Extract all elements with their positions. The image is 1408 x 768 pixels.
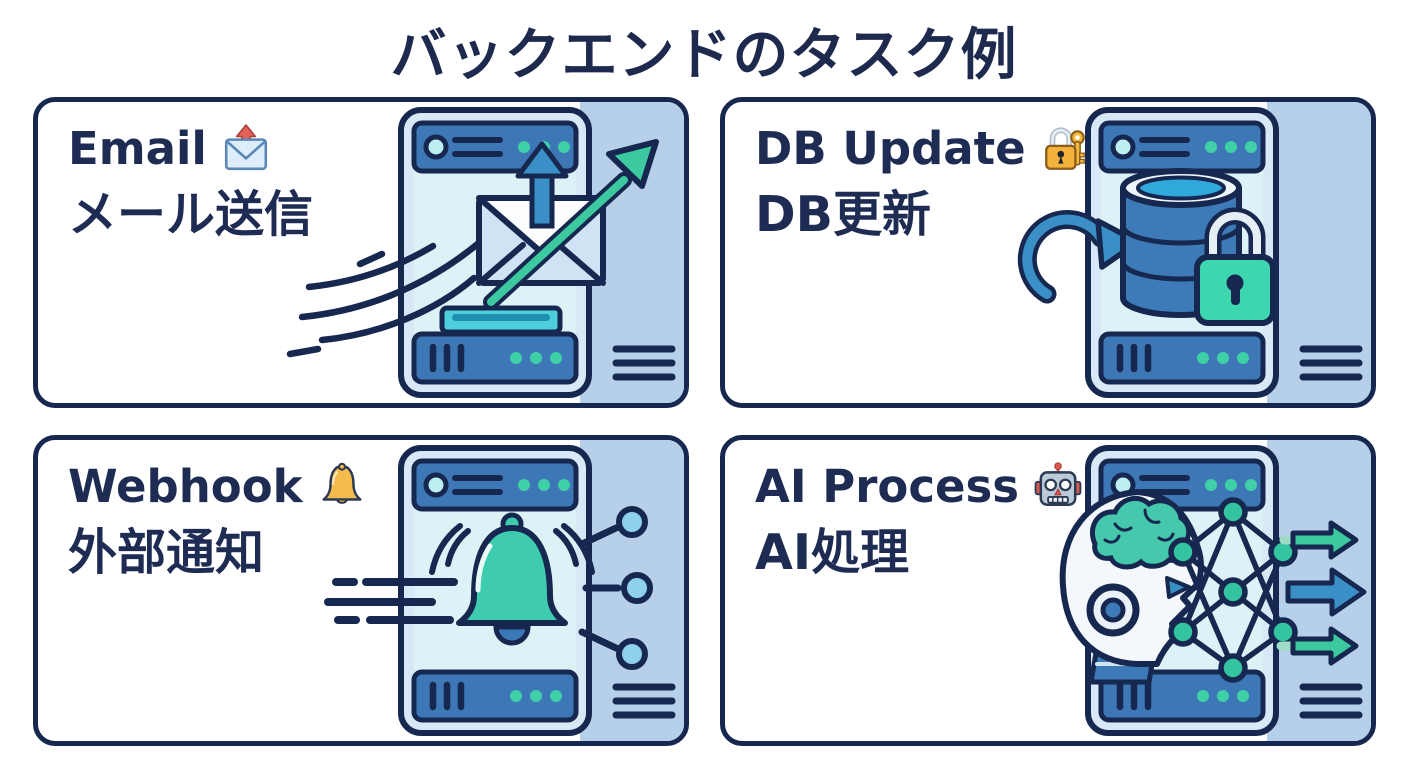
motion-dashes — [324, 578, 458, 624]
page-title: バックエンドのタスク例 — [390, 23, 1018, 88]
browser-bottom-bar — [1098, 331, 1266, 385]
card-webhook: Webhook 外部通知 — [33, 435, 689, 746]
ring-waves — [429, 523, 595, 575]
card-side-panel — [1267, 102, 1371, 403]
webhook-illustration — [324, 445, 676, 736]
card-email: Email メール送信 — [33, 97, 689, 408]
network-nodes-icon — [578, 506, 653, 670]
card-title-ja: AI処理 — [755, 524, 910, 581]
browser-top-bar — [411, 458, 579, 512]
growth-arrow-icon — [483, 139, 659, 310]
card-title-en: Email — [68, 122, 207, 176]
menu-lines-icon — [1299, 345, 1363, 381]
browser-top-bar — [1098, 120, 1266, 174]
card-title-ja: 外部通知 — [68, 524, 265, 581]
cards-grid: Email メール送信 — [33, 97, 1376, 746]
card-title-ja: メール送信 — [68, 186, 314, 243]
output-arrows-icon — [1276, 520, 1367, 666]
card-text: Webhook 外部通知 — [68, 462, 367, 580]
menu-lines-icon — [1299, 683, 1363, 719]
bell-large-icon — [456, 512, 568, 646]
card-title-ja: DB更新 — [755, 186, 932, 243]
neural-network-icon — [1168, 497, 1298, 683]
browser-bottom-bar — [411, 669, 579, 723]
email-illustration — [286, 107, 676, 398]
ai-head-icon — [1059, 489, 1204, 685]
card-title-en: AI Process — [755, 460, 1020, 514]
tray-icon — [439, 305, 563, 335]
padlock-icon — [1194, 207, 1276, 326]
outbox-envelope-icon — [224, 124, 267, 171]
card-ai-process: AI Process AI処理 — [720, 435, 1376, 746]
robot-icon — [1034, 462, 1082, 506]
card-title-en: DB Update — [755, 122, 1026, 176]
menu-lines-icon — [612, 683, 676, 719]
upload-arrow-icon — [515, 141, 569, 229]
card-title-en: Webhook — [68, 460, 303, 514]
motion-lines — [286, 238, 484, 358]
refresh-arrow-icon — [1017, 210, 1141, 304]
ai-process-illustration — [1059, 445, 1367, 736]
bell-icon — [322, 462, 362, 504]
card-text: AI Process AI処理 — [755, 462, 1083, 580]
lock-with-key-icon — [1044, 127, 1085, 170]
card-text: Email メール送信 — [68, 124, 313, 242]
card-text: DB Update DB更新 — [755, 124, 1090, 242]
browser-window — [398, 445, 592, 736]
card-db-update: DB Update DB更新 — [720, 97, 1376, 408]
menu-lines-icon — [612, 345, 676, 381]
eye-icon — [1165, 576, 1191, 599]
db-update-illustration — [1017, 107, 1363, 398]
browser-bottom-bar — [411, 331, 579, 385]
